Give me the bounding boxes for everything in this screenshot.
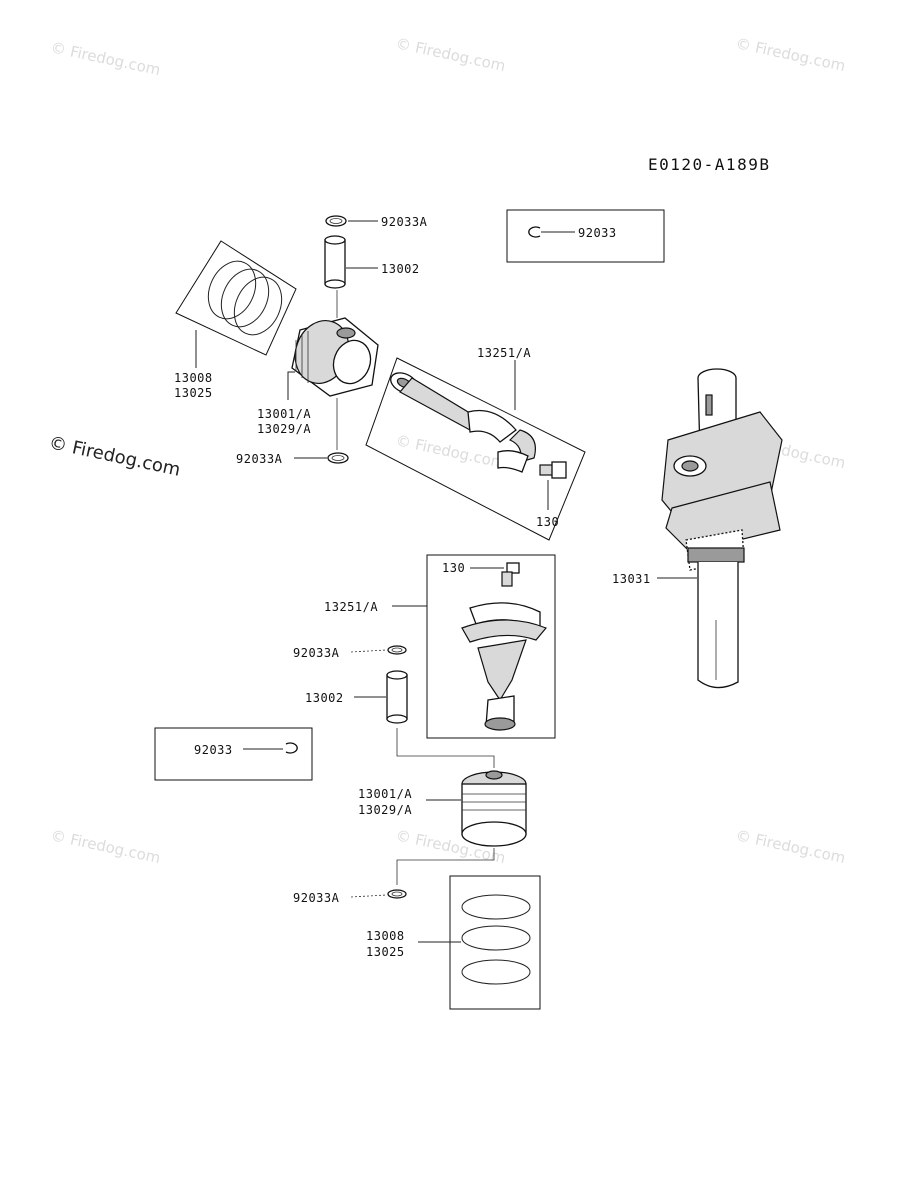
watermark-lower-right: © Firedog.com <box>734 826 847 867</box>
piston-bottom-part[interactable] <box>461 770 527 847</box>
label-circlip-bottom-lower[interactable]: 92033A <box>293 891 340 905</box>
label-circlip-top-lower[interactable]: 92033A <box>236 452 283 466</box>
label-piston-bottom-a[interactable]: 13001/A <box>358 787 412 801</box>
bolt-bottom-part[interactable] <box>501 562 520 587</box>
piston-rings-bottom-part[interactable] <box>461 894 531 985</box>
label-rings-bottom-a[interactable]: 13008 <box>366 929 405 943</box>
piston-pin-top-part[interactable] <box>324 235 346 289</box>
alt-circlip-box-top <box>506 209 665 263</box>
label-circlip-box-bottom[interactable]: 92033 <box>194 743 233 757</box>
label-bolt-bottom[interactable]: 130 <box>442 561 465 575</box>
label-rings-top-a[interactable]: 13008 <box>174 371 213 385</box>
label-piston-top-a[interactable]: 13001/A <box>257 407 311 421</box>
alt-circlip-box-bottom <box>154 727 313 781</box>
piston-top-part[interactable] <box>287 313 379 397</box>
rings-box-bottom <box>449 875 541 1010</box>
circlip-box-top-part[interactable] <box>528 226 541 238</box>
piston-pin-bottom-part[interactable] <box>386 670 408 724</box>
label-piston-bottom-b[interactable]: 13029/A <box>358 803 412 817</box>
label-rod-top[interactable]: 13251/A <box>477 346 531 360</box>
watermark-dark-left: © Firedog.com <box>47 432 182 480</box>
label-circlip-box-top[interactable]: 92033 <box>578 226 617 240</box>
rod-box-top <box>365 357 586 541</box>
crankshaft-part[interactable] <box>661 368 783 689</box>
piston-rings-top-part[interactable] <box>199 254 290 343</box>
circlip-bottom-upper-part[interactable] <box>387 645 407 655</box>
rod-box-bottom <box>426 554 556 739</box>
label-bolt-top[interactable]: 130 <box>536 515 559 529</box>
label-circlip-top[interactable]: 92033A <box>381 215 428 229</box>
label-crankshaft[interactable]: 13031 <box>612 572 651 586</box>
label-pin-bottom[interactable]: 13002 <box>305 691 344 705</box>
watermark-mid-center: © Firedog.com <box>394 431 507 472</box>
label-rings-bottom-b[interactable]: 13025 <box>366 945 405 959</box>
connecting-rod-bottom-part[interactable] <box>461 602 547 731</box>
watermark-top-center: © Firedog.com <box>394 34 507 75</box>
bolt-top-part[interactable] <box>539 461 567 479</box>
label-piston-top-b[interactable]: 13029/A <box>257 422 311 436</box>
connecting-rod-top-part[interactable] <box>388 369 536 473</box>
label-rings-top-b[interactable]: 13025 <box>174 386 213 400</box>
circlip-top-part[interactable] <box>325 215 347 227</box>
label-pin-top[interactable]: 13002 <box>381 262 420 276</box>
watermark-top-left: © Firedog.com <box>49 38 162 79</box>
label-rod-bottom[interactable]: 13251/A <box>324 600 378 614</box>
circlip-box-bottom-part[interactable] <box>285 742 298 754</box>
circlip-bottom-lower-part[interactable] <box>387 889 407 899</box>
circlip-top-lower-part[interactable] <box>327 452 349 464</box>
label-circlip-bottom-upper[interactable]: 92033A <box>293 646 340 660</box>
rings-box-top <box>175 240 297 356</box>
diagram-code: E0120-A189B <box>648 155 770 174</box>
watermark-lower-left: © Firedog.com <box>49 826 162 867</box>
watermark-top-right: © Firedog.com <box>734 34 847 75</box>
